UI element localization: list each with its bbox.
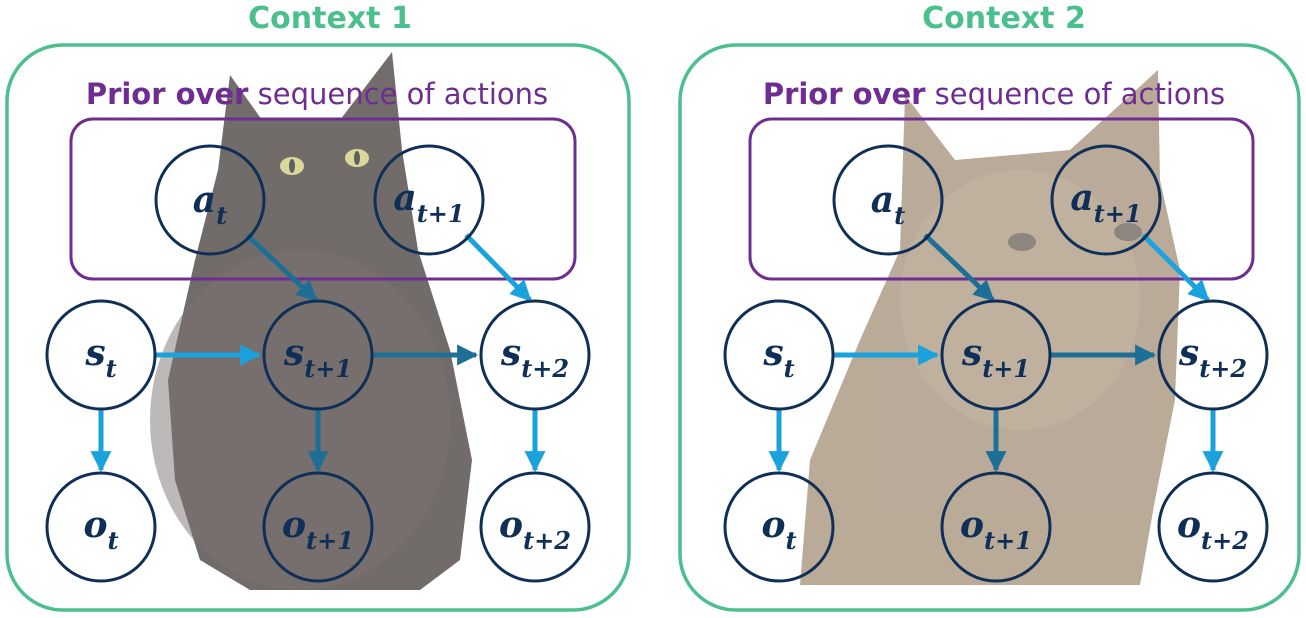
context-2-title: Context 2 <box>922 1 1086 36</box>
node-s-t1-2: st+1 <box>940 299 1052 411</box>
svg-text:st: st <box>762 332 794 383</box>
context-2-border <box>678 43 1301 612</box>
black-cat-image <box>150 52 472 590</box>
node-s-t: st <box>45 299 157 411</box>
prior-label-1: Prior over sequence of actions <box>86 77 548 111</box>
node-a-t: at <box>154 144 266 256</box>
node-o-t-2: ot <box>723 471 835 583</box>
tabby-cat-image <box>800 70 1180 585</box>
node-s-t2: st+2 <box>479 299 591 411</box>
node-a-t-2: at <box>832 144 944 256</box>
arrow-at1-to-st2 <box>464 233 532 302</box>
node-a-t1-2: at+1 <box>1050 144 1162 256</box>
svg-text:st+2: st+2 <box>500 332 569 383</box>
svg-text:st+1: st+1 <box>283 332 352 383</box>
context-panel-2: Context 2 Prior over sequence of actions… <box>650 0 1306 618</box>
node-s-t-2: st <box>723 299 835 411</box>
svg-text:ot+2: ot+2 <box>499 504 571 555</box>
context-panel-1: Context 1 Prior over sequence of actions… <box>0 0 640 618</box>
node-s-t1: st+1 <box>262 299 374 411</box>
node-s-t2-2: st+2 <box>1157 299 1269 411</box>
svg-text:st: st <box>84 332 116 383</box>
svg-text:ot: ot <box>761 504 796 555</box>
svg-text:at+1: at+1 <box>393 177 464 228</box>
context-1-border <box>5 43 631 612</box>
svg-text:ot: ot <box>83 504 118 555</box>
node-o-t2-2: ot+2 <box>1157 471 1269 583</box>
prior-box-2 <box>748 117 1255 281</box>
node-o-t1-2: ot+1 <box>940 471 1052 583</box>
arrow-at-to-st1 <box>245 233 318 302</box>
node-o-t: ot <box>45 471 157 583</box>
svg-text:at: at <box>193 179 227 230</box>
svg-text:st+2: st+2 <box>1178 332 1247 383</box>
svg-text:ot+1: ot+1 <box>960 504 1032 555</box>
node-o-t2: ot+2 <box>479 471 591 583</box>
context-1-title: Context 1 <box>248 1 412 36</box>
svg-text:at: at <box>871 179 905 230</box>
svg-text:ot+1: ot+1 <box>282 504 354 555</box>
svg-text:ot+2: ot+2 <box>1177 504 1249 555</box>
prior-box-1 <box>69 117 577 281</box>
arrow-at1-to-st2-2 <box>1141 233 1210 302</box>
arrow-at-to-st1-2 <box>923 233 995 302</box>
svg-text:st+1: st+1 <box>961 332 1030 383</box>
prior-label-2: Prior over sequence of actions <box>763 77 1225 111</box>
svg-text:at+1: at+1 <box>1070 177 1141 228</box>
node-a-t1: at+1 <box>373 144 485 256</box>
node-o-t1: ot+1 <box>262 471 374 583</box>
